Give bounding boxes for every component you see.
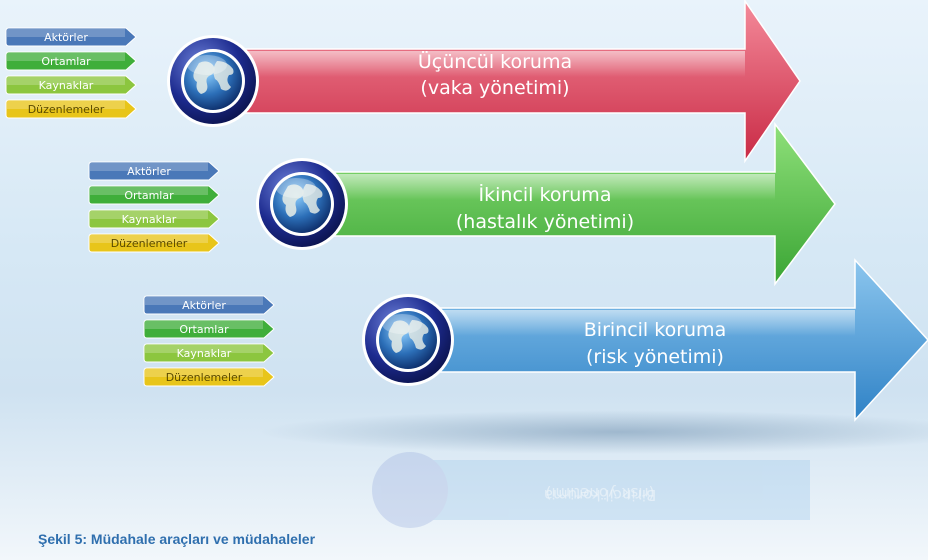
tag-tertiary-4: Düzenlemeler [5,99,137,119]
globe-icon [256,158,348,250]
tag-label: Ortamlar [179,323,229,336]
tag-label: Aktörler [182,299,226,312]
tag-secondary-3: Kaynaklar [88,209,220,229]
figure-caption: Şekil 5: Müdahale araçları ve müdahalele… [38,531,316,547]
tertiary-arrow: Üçüncül koruma (vaka yönetimi) [234,0,801,164]
secondary-arrow: İkincil koruma (hastalık yönetimi) [324,121,836,287]
tag-primary-4: Düzenlemeler [143,367,275,387]
tag-primary-1: Aktörler [143,295,275,315]
tag-label: Düzenlemeler [111,237,188,250]
globe-icon [362,294,454,386]
tag-label: Ortamlar [124,189,174,202]
arrow-title-line1: Birincil koruma [584,319,726,341]
arrow-title-line1: Üçüncül koruma [418,50,572,73]
tag-label: Düzenlemeler [166,371,243,384]
tag-label: Düzenlemeler [28,103,105,116]
tag-label: Kaynaklar [177,347,232,360]
primary-arrow-reflection: (risk yönetimi) Birincil koruma [372,452,810,528]
arrow-title-line2: (hastalık yönetimi) [456,211,634,233]
tag-tertiary-2: Ortamlar [5,51,137,71]
tag-label: Kaynaklar [122,213,177,226]
tag-label: Aktörler [44,31,88,44]
tag-secondary-4: Düzenlemeler [88,233,220,253]
arrow-title-line2: (vaka yönetimi) [420,77,569,99]
tag-tertiary-1: Aktörler [5,27,137,47]
arrow-title-line2: (risk yönetimi) [586,346,724,368]
tag-label: Kaynaklar [39,79,94,92]
tag-secondary-1: Aktörler [88,161,220,181]
primary-arrow: Birincil koruma (risk yönetimi) [429,258,928,422]
tag-primary-3: Kaynaklar [143,343,275,363]
tag-primary-2: Ortamlar [143,319,275,339]
reflection-line2: (risk yönetimi) [546,484,655,502]
tag-secondary-2: Ortamlar [88,185,220,205]
arrow-title-line1: İkincil koruma [479,183,612,206]
tag-tertiary-3: Kaynaklar [5,75,137,95]
globe-icon [167,35,259,127]
floor-shadow [260,410,928,454]
tag-label: Aktörler [127,165,171,178]
reflection-line1: Birincil koruma [544,486,656,504]
tag-label: Ortamlar [41,55,91,68]
